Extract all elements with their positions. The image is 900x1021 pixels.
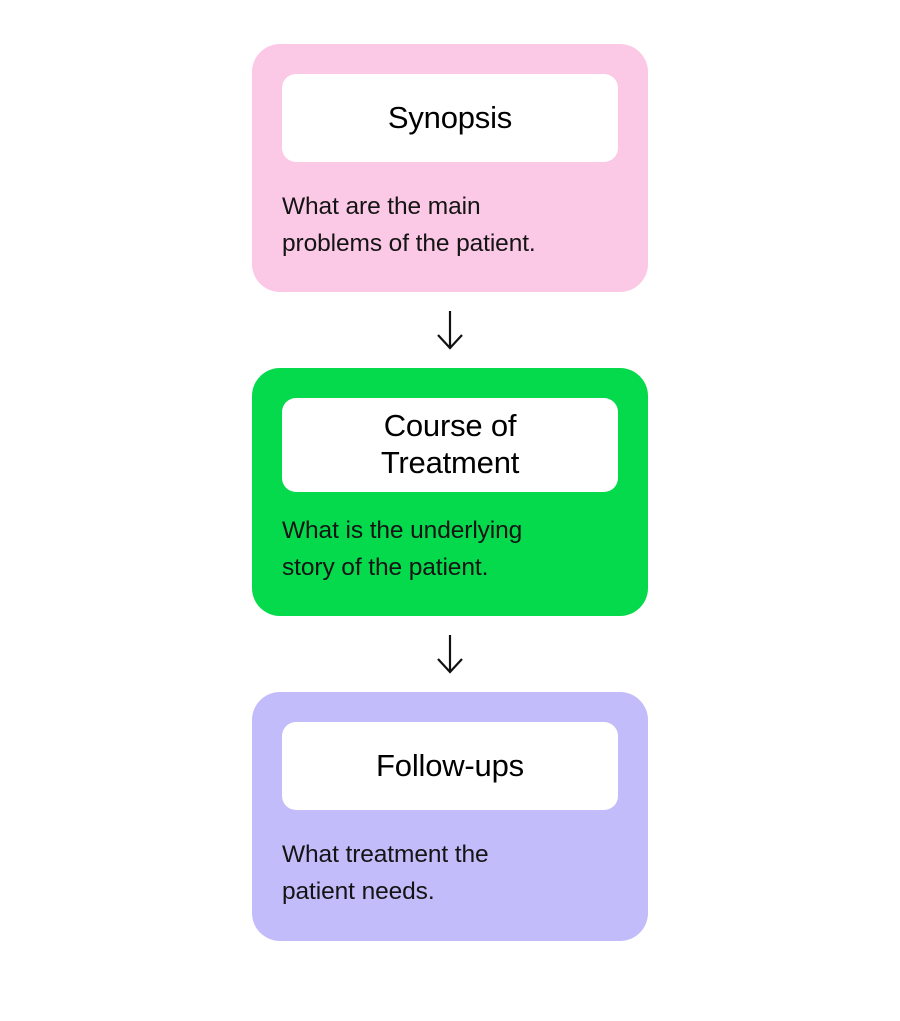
card-title: Course of Treatment (380, 408, 520, 481)
card-title-box: Course of Treatment (282, 398, 618, 492)
flow-step-card-course-of-treatment[interactable]: Course of Treatment What is the underlyi… (252, 368, 648, 617)
card-title: Follow-ups (376, 747, 524, 783)
card-title-box: Follow-ups (282, 722, 618, 811)
connector-arrow-2 (420, 616, 480, 692)
flow-step-card-synopsis[interactable]: Synopsis What are the main problems of t… (252, 44, 648, 293)
arrow-down-icon (433, 310, 467, 351)
card-title-box: Synopsis (282, 74, 618, 162)
arrow-down-icon (433, 634, 467, 674)
connector-arrow-1 (420, 292, 480, 368)
card-description: What are the main problems of the patien… (282, 193, 536, 258)
flow-step-card-follow-ups[interactable]: Follow-ups What treatment the patient ne… (252, 692, 648, 941)
card-description: What treatment the patient needs. (282, 841, 489, 906)
card-description: What is the underlying story of the pati… (282, 516, 523, 581)
card-title: Synopsis (387, 99, 513, 135)
